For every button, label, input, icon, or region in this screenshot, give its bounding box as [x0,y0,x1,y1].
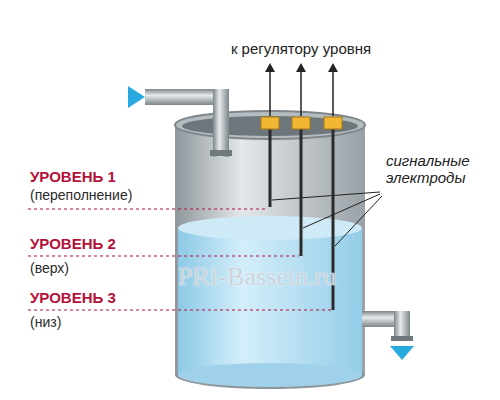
inflow-arrow [128,86,145,108]
level-note: (переполнение) [30,187,132,203]
outlet-pipe [362,311,414,360]
level-note: (низ) [30,314,61,330]
electrodes-label: сигнальные электроды [386,152,486,187]
level-lines [28,209,331,310]
level-label: УРОВЕНЬ 2 [30,235,116,252]
level-label: УРОВЕНЬ 1 [30,168,116,185]
inlet-pipe [128,86,232,157]
signal-arrows [265,63,338,116]
outflow-arrow [390,346,414,360]
level-note: (верх) [30,260,69,276]
tank [175,111,365,389]
watermark: PRI-Bassein.ru [178,262,336,292]
level-label: УРОВЕНЬ 3 [30,289,116,306]
leader-lines [272,192,382,246]
signal-destination-label: к регулятору уровня [231,40,371,57]
